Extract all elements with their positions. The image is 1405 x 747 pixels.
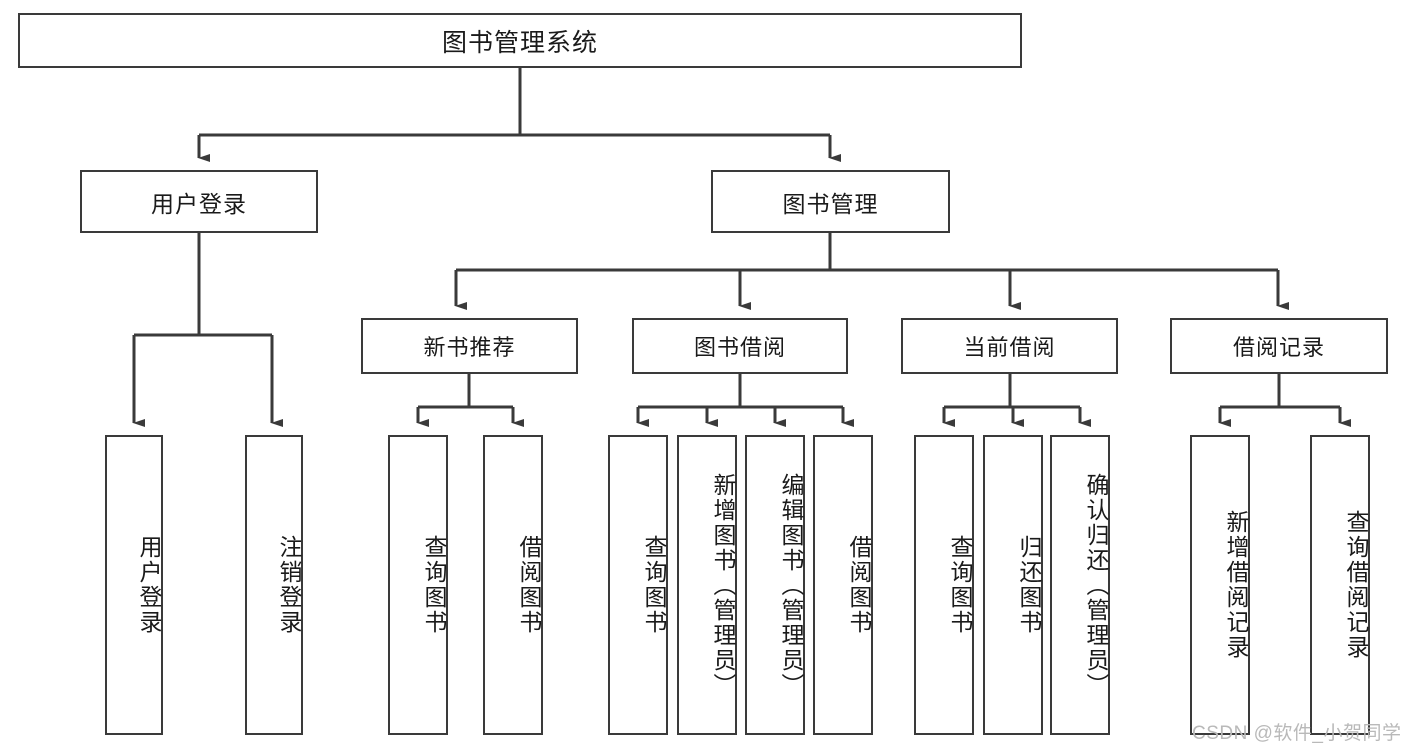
leaf-add-borrow-record[interactable]: 新增借阅记录 [1190,435,1250,735]
node-user-login[interactable]: 用户登录 [80,170,318,233]
node-label: 用户登录 [136,535,162,635]
node-label: 当前借阅 [963,335,1056,360]
leaf-user-logout[interactable]: 注销登录 [245,435,303,735]
leaf-user-login[interactable]: 用户登录 [105,435,163,735]
leaf-add-book-admin[interactable]: 新增图书（管理员） [677,435,737,735]
node-label: 新增借阅记录 [1223,510,1249,660]
node-label: 图书借阅 [693,335,786,360]
watermark: CSDN @软件_小贺同学 [1192,723,1402,744]
node-label: 确认归还（管理员） [1083,472,1109,698]
node-book-management[interactable]: 图书管理 [711,170,950,233]
leaf-borrow-books[interactable]: 借阅图书 [813,435,873,735]
node-label: 新增图书（管理员） [710,472,736,698]
node-label: 查询借阅记录 [1343,510,1369,660]
leaf-query-borrow-record[interactable]: 查询借阅记录 [1310,435,1370,735]
node-label: 注销登录 [276,535,302,635]
leaf-borrow-books-recommend[interactable]: 借阅图书 [483,435,543,735]
leaf-query-books-recommend[interactable]: 查询图书 [388,435,448,735]
node-label: 借阅记录 [1232,335,1325,360]
node-current-borrow[interactable]: 当前借阅 [901,318,1118,374]
leaf-query-books-borrow[interactable]: 查询图书 [608,435,668,735]
node-label: 查询图书 [947,535,973,635]
leaf-confirm-return-admin[interactable]: 确认归还（管理员） [1050,435,1110,735]
leaf-query-books-current[interactable]: 查询图书 [914,435,974,735]
leaf-return-books[interactable]: 归还图书 [983,435,1043,735]
node-label: 图书管理 [782,190,879,217]
node-label: 用户登录 [151,190,247,217]
node-borrow-records[interactable]: 借阅记录 [1170,318,1388,374]
node-label: 查询图书 [641,535,667,635]
node-label: 归还图书 [1016,535,1042,635]
leaf-edit-book-admin[interactable]: 编辑图书（管理员） [745,435,805,735]
node-label: 借阅图书 [516,535,542,635]
node-label: 新书推荐 [423,335,516,360]
node-label: 借阅图书 [846,535,872,635]
node-label: 查询图书 [421,535,447,635]
node-book-borrow[interactable]: 图书借阅 [632,318,848,374]
node-label: 编辑图书（管理员） [778,472,804,698]
node-root-system[interactable]: 图书管理系统 [18,13,1022,68]
node-label: 图书管理系统 [441,28,598,57]
node-new-book-recommend[interactable]: 新书推荐 [361,318,578,374]
